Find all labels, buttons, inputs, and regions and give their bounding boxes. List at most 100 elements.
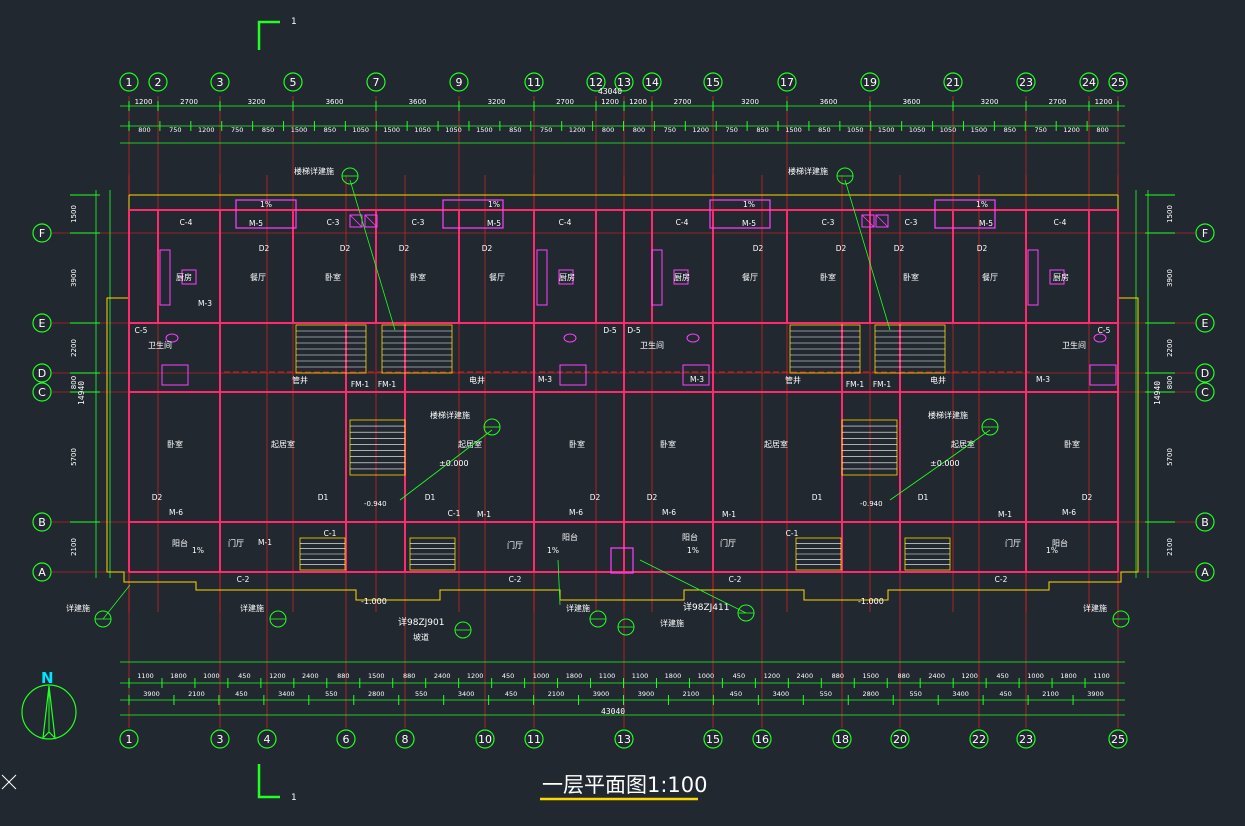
leader-line bbox=[102, 584, 131, 620]
drawing-title-text: 一层平面图1:100 bbox=[542, 773, 708, 797]
dim-top-row2: 1200 bbox=[198, 126, 215, 134]
tag-d2: D2 bbox=[340, 244, 351, 253]
dim-top-row1: 3200 bbox=[488, 98, 506, 106]
dim-top-row2: 800 bbox=[633, 126, 645, 134]
note-detail-1: 详建施 bbox=[66, 603, 90, 613]
axis-bubble-bottom-16 bbox=[752, 729, 772, 749]
shaft bbox=[364, 214, 378, 228]
leader-line bbox=[844, 179, 891, 331]
tag-c-2: C-2 bbox=[995, 575, 1008, 584]
dim-bottom-row2: 450 bbox=[730, 690, 742, 698]
dim-bottom-row2: 2100 bbox=[683, 690, 700, 698]
dim-top-row2: 850 bbox=[509, 126, 521, 134]
axis-bubble-top-19 bbox=[860, 72, 880, 92]
dim-top-row2: 850 bbox=[262, 126, 274, 134]
dim-right: 2100 bbox=[1166, 538, 1174, 556]
axis-bubble-right-B-label: B bbox=[1201, 516, 1209, 529]
dim-bottom-row2: 550 bbox=[820, 690, 832, 698]
axis-bubble-top-11-label: 11 bbox=[527, 76, 541, 89]
note-detail-2: 详建施 bbox=[240, 603, 264, 613]
axis-bubble-bottom-4-label: 4 bbox=[264, 733, 271, 746]
axis-bubble-bottom-23 bbox=[1016, 729, 1036, 749]
tag-d1: D1 bbox=[425, 493, 436, 502]
dim-bottom-row1: 1000 bbox=[203, 672, 220, 680]
dim-bottom-row2: 2100 bbox=[188, 690, 205, 698]
toilet bbox=[165, 333, 179, 343]
axis-bubble-right-C-label: C bbox=[1201, 386, 1209, 399]
axis-bubble-top-1-label: 1 bbox=[126, 76, 133, 89]
walls bbox=[128, 209, 1119, 573]
dim-top-row2: 800 bbox=[602, 126, 614, 134]
right-total-dim: 14940 bbox=[1153, 381, 1162, 405]
dim-bottom-row2: 3900 bbox=[638, 690, 655, 698]
axis-bubble-bottom-25 bbox=[1108, 729, 1128, 749]
axis-bubble-top-3 bbox=[210, 72, 230, 92]
tag-m-5: M-5 bbox=[742, 219, 756, 228]
entry-shaft bbox=[610, 547, 634, 574]
axis-bubble-bottom-22-label: 22 bbox=[972, 733, 986, 746]
room-living: 起居室 bbox=[458, 439, 482, 449]
axis-bubble-bottom-20 bbox=[890, 729, 910, 749]
room-well: 电井 bbox=[930, 375, 946, 385]
axis-bubble-left-C bbox=[32, 382, 52, 402]
axis-bubble-bottom-10-label: 10 bbox=[478, 733, 492, 746]
dim-bottom-row1: 450 bbox=[733, 672, 745, 680]
dim-bottom-row1: 450 bbox=[502, 672, 514, 680]
dim-bottom-row1: 880 bbox=[898, 672, 910, 680]
axis-bubble-bottom-6 bbox=[336, 729, 356, 749]
kitchen-counter bbox=[159, 249, 171, 306]
dim-bottom-row1: 880 bbox=[403, 672, 415, 680]
dim-top-row2: 850 bbox=[756, 126, 768, 134]
stair-e bbox=[349, 419, 406, 476]
axis-bubble-top-2-label: 2 bbox=[155, 76, 162, 89]
dim-bottom-row1: 1200 bbox=[961, 672, 978, 680]
note-detail-5: 详建施 bbox=[1083, 603, 1107, 613]
tag-d2: D2 bbox=[894, 244, 905, 253]
note-stair-3: 楼梯详建施 bbox=[430, 410, 470, 420]
dim-bottom-row1: 1800 bbox=[1060, 672, 1077, 680]
dim-top-row1: 3200 bbox=[741, 98, 759, 106]
room-balcony: 阳台 bbox=[562, 532, 578, 542]
dim-bottom-row1: 1800 bbox=[170, 672, 187, 680]
north-arrow: N bbox=[21, 669, 77, 740]
axis-bubble-bottom-3 bbox=[210, 729, 230, 749]
tag-c-2: C-2 bbox=[729, 575, 742, 584]
axis-bubble-top-19-label: 19 bbox=[863, 76, 877, 89]
kitchen-counter bbox=[1027, 249, 1039, 306]
tag-d2: D2 bbox=[590, 493, 601, 502]
dim-top-row2: 1050 bbox=[940, 126, 957, 134]
tag-m-6: M-6 bbox=[569, 508, 583, 517]
stove bbox=[181, 269, 197, 285]
note-stair-2: 楼梯详建施 bbox=[788, 166, 828, 176]
dim-top-row2: 1050 bbox=[847, 126, 864, 134]
elevation-right: ±0.000 bbox=[930, 459, 960, 468]
room-well: 电井 bbox=[469, 375, 485, 385]
room-hall: 门厅 bbox=[1005, 538, 1021, 548]
tag-fm-1: FM-1 bbox=[873, 380, 891, 389]
axis-bubble-top-14-label: 14 bbox=[645, 76, 659, 89]
room-kitchen: 厨房 bbox=[559, 272, 575, 282]
axis-bubble-right-A bbox=[1195, 562, 1215, 582]
axis-bubble-right-F bbox=[1195, 223, 1215, 243]
axis-bubble-right-D-label: D bbox=[1201, 367, 1209, 380]
room-kitchen: 厨房 bbox=[1053, 272, 1069, 282]
dim-right: 3900 bbox=[1166, 269, 1174, 287]
dim-top-row2: 750 bbox=[664, 126, 676, 134]
room-dining: 餐厅 bbox=[982, 273, 998, 282]
dim-bottom-row2: 2100 bbox=[1042, 690, 1059, 698]
tag-c-3: C-3 bbox=[327, 218, 340, 227]
axis-bubble-left-B bbox=[32, 512, 52, 532]
drawing-title: 一层平面图1:100 bbox=[540, 773, 708, 801]
dim-bottom-row2: 550 bbox=[909, 690, 921, 698]
dim-top-row2: 1200 bbox=[692, 126, 709, 134]
section-mark-bottom: 1 bbox=[257, 764, 297, 803]
axis-bubble-left-A bbox=[32, 562, 52, 582]
axis-bubble-right-B bbox=[1195, 512, 1215, 532]
axis-bubble-bottom-13 bbox=[614, 729, 634, 749]
axis-bubble-bottom-18 bbox=[832, 729, 852, 749]
axis-bubble-left-D-label: D bbox=[38, 367, 46, 380]
axis-bubble-right-E-label: E bbox=[1202, 317, 1209, 330]
dim-top-row2: 1500 bbox=[878, 126, 895, 134]
dim-top-row2: 750 bbox=[231, 126, 243, 134]
